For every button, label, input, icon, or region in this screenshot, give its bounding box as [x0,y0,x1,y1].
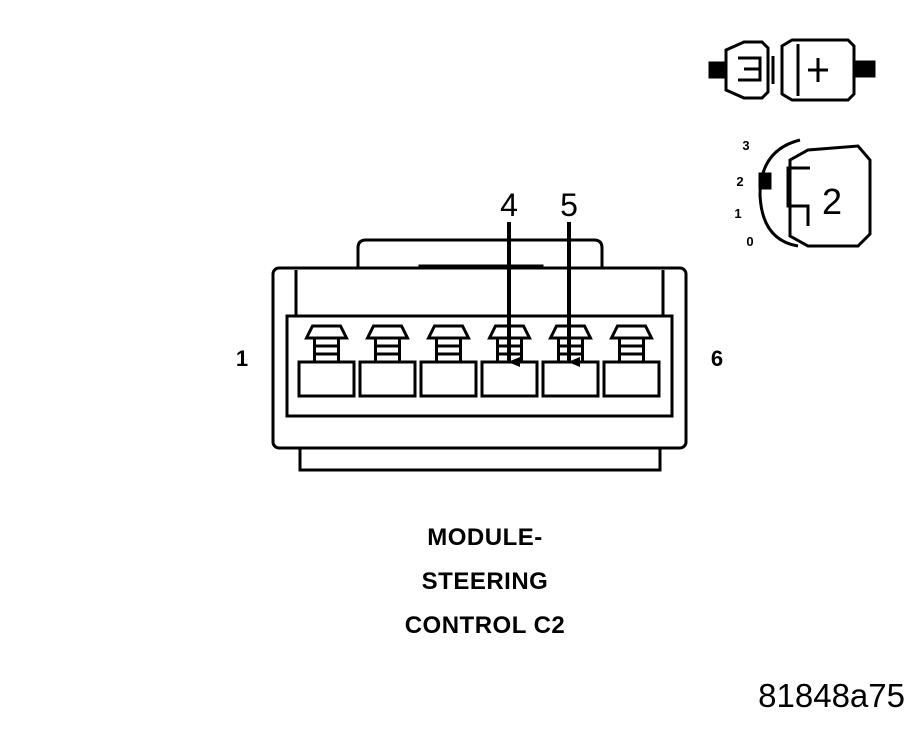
pin-label-last: 6 [711,346,723,371]
terminal-pins [297,324,661,398]
key-position-3: 3 [742,138,749,153]
caption-line-3: CONTROL C2 [404,612,566,639]
key-selected-position: 2 [822,181,842,222]
callout-arrows [507,222,580,367]
caption-line-1: MODULE- [427,524,543,551]
key-position-2: 2 [736,174,743,189]
key-head [788,144,872,248]
terminal-pin [602,324,661,398]
terminal-pin [297,324,356,398]
caption-line-2: STEERING [421,568,549,595]
callout-label-5: 5 [560,187,578,223]
figure-id: 81848a75 [758,677,905,714]
housing-top-latch [356,238,604,268]
terminal-pin [480,324,539,398]
housing-bottom-flange [298,446,662,472]
key-position-1: 1 [734,206,741,221]
pin-label-first: 1 [236,346,248,371]
callout-label-4: 4 [500,187,518,223]
connector-plug-icon [708,38,876,102]
terminal-pin [358,324,417,398]
key-position-0: 0 [746,234,753,249]
position-indicator [758,172,772,190]
ignition-key-icon [758,138,872,248]
terminal-pin [419,324,478,398]
